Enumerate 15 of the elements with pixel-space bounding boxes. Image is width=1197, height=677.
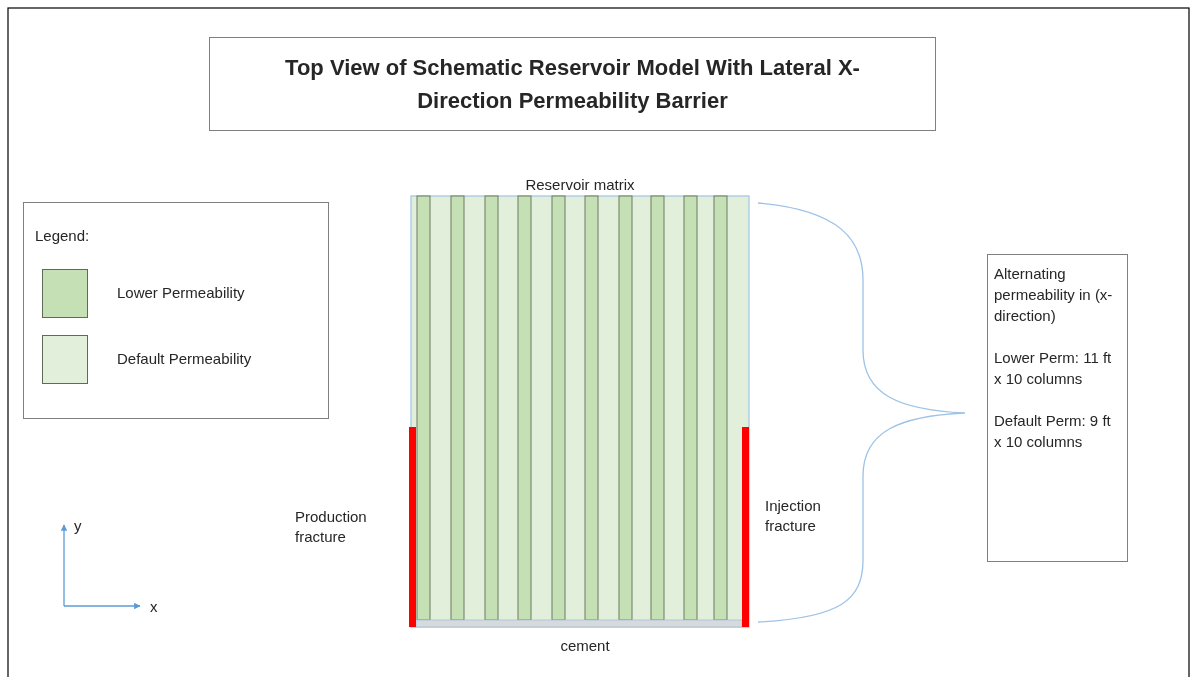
legend-heading: Legend: xyxy=(35,227,90,244)
note-text: Default Perm: 9 ft x 10 columns xyxy=(994,411,1112,452)
fracture-label: Injection fracture xyxy=(765,496,822,535)
title-box: Top View of Schematic Reservoir Model With Lateral X- Direction Permeability Barrier xyxy=(209,37,936,131)
legend-box xyxy=(23,202,329,419)
legend-label: Default Permeability xyxy=(117,350,252,367)
note-text: Lower Perm: 11 ft x 10 columns xyxy=(994,348,1113,389)
axis-label: x xyxy=(150,597,159,617)
fracture-label: Production fracture xyxy=(295,507,368,546)
region-label: cement xyxy=(559,636,611,656)
region-label: Reservoir matrix xyxy=(524,175,636,195)
note-box xyxy=(987,254,1128,562)
note-text: Alternating permeability in (x-direction) xyxy=(994,264,1114,326)
legend-label: Lower Permeability xyxy=(117,284,245,301)
axis-label: y xyxy=(74,516,83,536)
